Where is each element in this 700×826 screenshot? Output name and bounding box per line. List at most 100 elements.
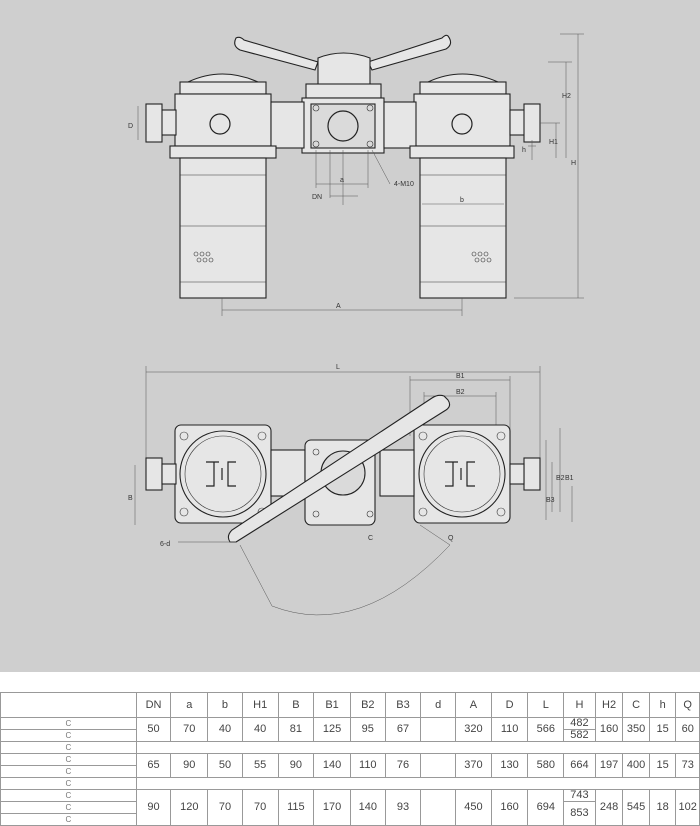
label-L: L <box>336 364 340 371</box>
table-row: C 90 120 70 70 115 170 140 93 450 160 69… <box>0 789 700 826</box>
cell-A: 370 <box>455 753 492 778</box>
cell-DN: 65 <box>135 753 172 778</box>
label-A: A <box>336 303 341 310</box>
model-cell: C <box>0 813 137 826</box>
cell-H: 664 <box>563 753 596 778</box>
cell-D: 160 <box>490 789 529 826</box>
header-Q: Q <box>675 692 700 718</box>
left-bowl <box>179 157 267 299</box>
header-D: D <box>490 692 529 718</box>
label-H1: H1 <box>549 139 558 146</box>
cell-B: 81 <box>277 717 315 742</box>
model-cell: C <box>0 729 137 742</box>
cell-L: 694 <box>527 789 565 826</box>
left-top-body <box>179 430 267 518</box>
left-gauge <box>209 113 231 135</box>
left-port-flange <box>145 103 163 143</box>
cell-DN: 50 <box>135 717 172 742</box>
cell-H: 853 <box>563 801 596 826</box>
header-model <box>0 692 137 718</box>
cell-b: 70 <box>207 789 243 826</box>
label-C: C <box>368 535 373 542</box>
spec-table: DN a b H1 B B1 B2 B3 d A D L H H2 C h Q … <box>0 692 700 826</box>
right-bowl <box>419 157 507 299</box>
swing-arc <box>271 544 451 616</box>
right-top-marking <box>445 461 475 487</box>
header-B1: B1 <box>313 692 351 718</box>
right-gauge <box>451 113 473 135</box>
cell-B3: 76 <box>384 753 422 778</box>
cell-B1: 140 <box>313 753 351 778</box>
table-row: C <box>0 741 700 754</box>
cell-H2: 197 <box>594 753 624 778</box>
header-h: h <box>648 692 677 718</box>
label-B3: B3 <box>546 497 555 504</box>
cell-D: 130 <box>490 753 529 778</box>
model-cell: C <box>0 765 137 778</box>
model-cell: C <box>0 717 137 730</box>
cell-H1: 40 <box>241 717 279 742</box>
left-top-marking <box>206 461 236 487</box>
label-H2: H2 <box>562 93 571 100</box>
table-header-row: DN a b H1 B B1 B2 B3 d A D L H H2 C h Q <box>0 692 700 718</box>
header-b: b <box>207 692 243 718</box>
header-A: A <box>455 692 492 718</box>
left-head <box>174 93 272 147</box>
label-B1-top: B1 <box>456 373 465 380</box>
cell-d <box>420 717 457 742</box>
left-connector <box>270 101 305 149</box>
cell-H1: 55 <box>241 753 279 778</box>
right-drain-holes <box>471 251 492 263</box>
left-head-top <box>179 81 267 95</box>
header-B: B <box>277 692 315 718</box>
cell-b: 40 <box>207 717 243 742</box>
right-connector <box>383 101 417 149</box>
cell-L: 566 <box>527 717 565 742</box>
right-flange <box>409 145 515 159</box>
cell-C: 545 <box>622 789 650 826</box>
label-B2-top: B2 <box>456 389 465 396</box>
cell-a: 120 <box>170 789 209 826</box>
valve-top <box>305 83 382 99</box>
cell-DN: 90 <box>135 789 172 826</box>
cell-H: 582 <box>563 729 596 742</box>
cell-b: 50 <box>207 753 243 778</box>
header-DN: DN <box>135 692 172 718</box>
model-cell: C <box>0 777 137 790</box>
label-h: h <box>522 147 526 154</box>
cell-Q: 73 <box>675 753 700 778</box>
label-H: H <box>571 160 576 167</box>
model-cell: C <box>0 801 137 814</box>
cell-C: 400 <box>622 753 650 778</box>
label-B2-side: B2 <box>556 475 565 482</box>
header-B2: B2 <box>349 692 386 718</box>
front-dimensions <box>137 33 584 316</box>
cell-B2: 110 <box>349 753 386 778</box>
label-D: D <box>128 123 133 130</box>
top-view: L B1 B2 B B2 B1 B3 6-d C Q <box>128 364 574 616</box>
right-top-body <box>418 430 506 518</box>
header-L: L <box>527 692 565 718</box>
front-view: D H2 H1 h H a DN 4-M10 b A <box>128 33 584 316</box>
header-d: d <box>420 692 457 718</box>
right-head <box>413 93 511 147</box>
valve-port <box>327 110 359 142</box>
left-drain-holes <box>193 251 214 263</box>
top-handle <box>227 394 451 543</box>
left-cap <box>187 73 259 83</box>
label-4-M10: 4-M10 <box>394 181 414 188</box>
label-6-d: 6-d <box>160 541 170 548</box>
left-top-port <box>145 457 163 491</box>
right-top-connector <box>379 449 415 497</box>
header-a: a <box>170 692 209 718</box>
cell-B1: 125 <box>313 717 351 742</box>
label-DN: DN <box>312 194 322 201</box>
cell-H2: 248 <box>594 789 624 826</box>
cell-H1: 70 <box>241 789 279 826</box>
table-row: C <box>0 777 700 790</box>
right-port-flange <box>523 103 541 143</box>
header-H2: H2 <box>594 692 624 718</box>
cell-H2: 160 <box>594 717 624 742</box>
cell-a: 90 <box>170 753 209 778</box>
cell-a: 70 <box>170 717 209 742</box>
